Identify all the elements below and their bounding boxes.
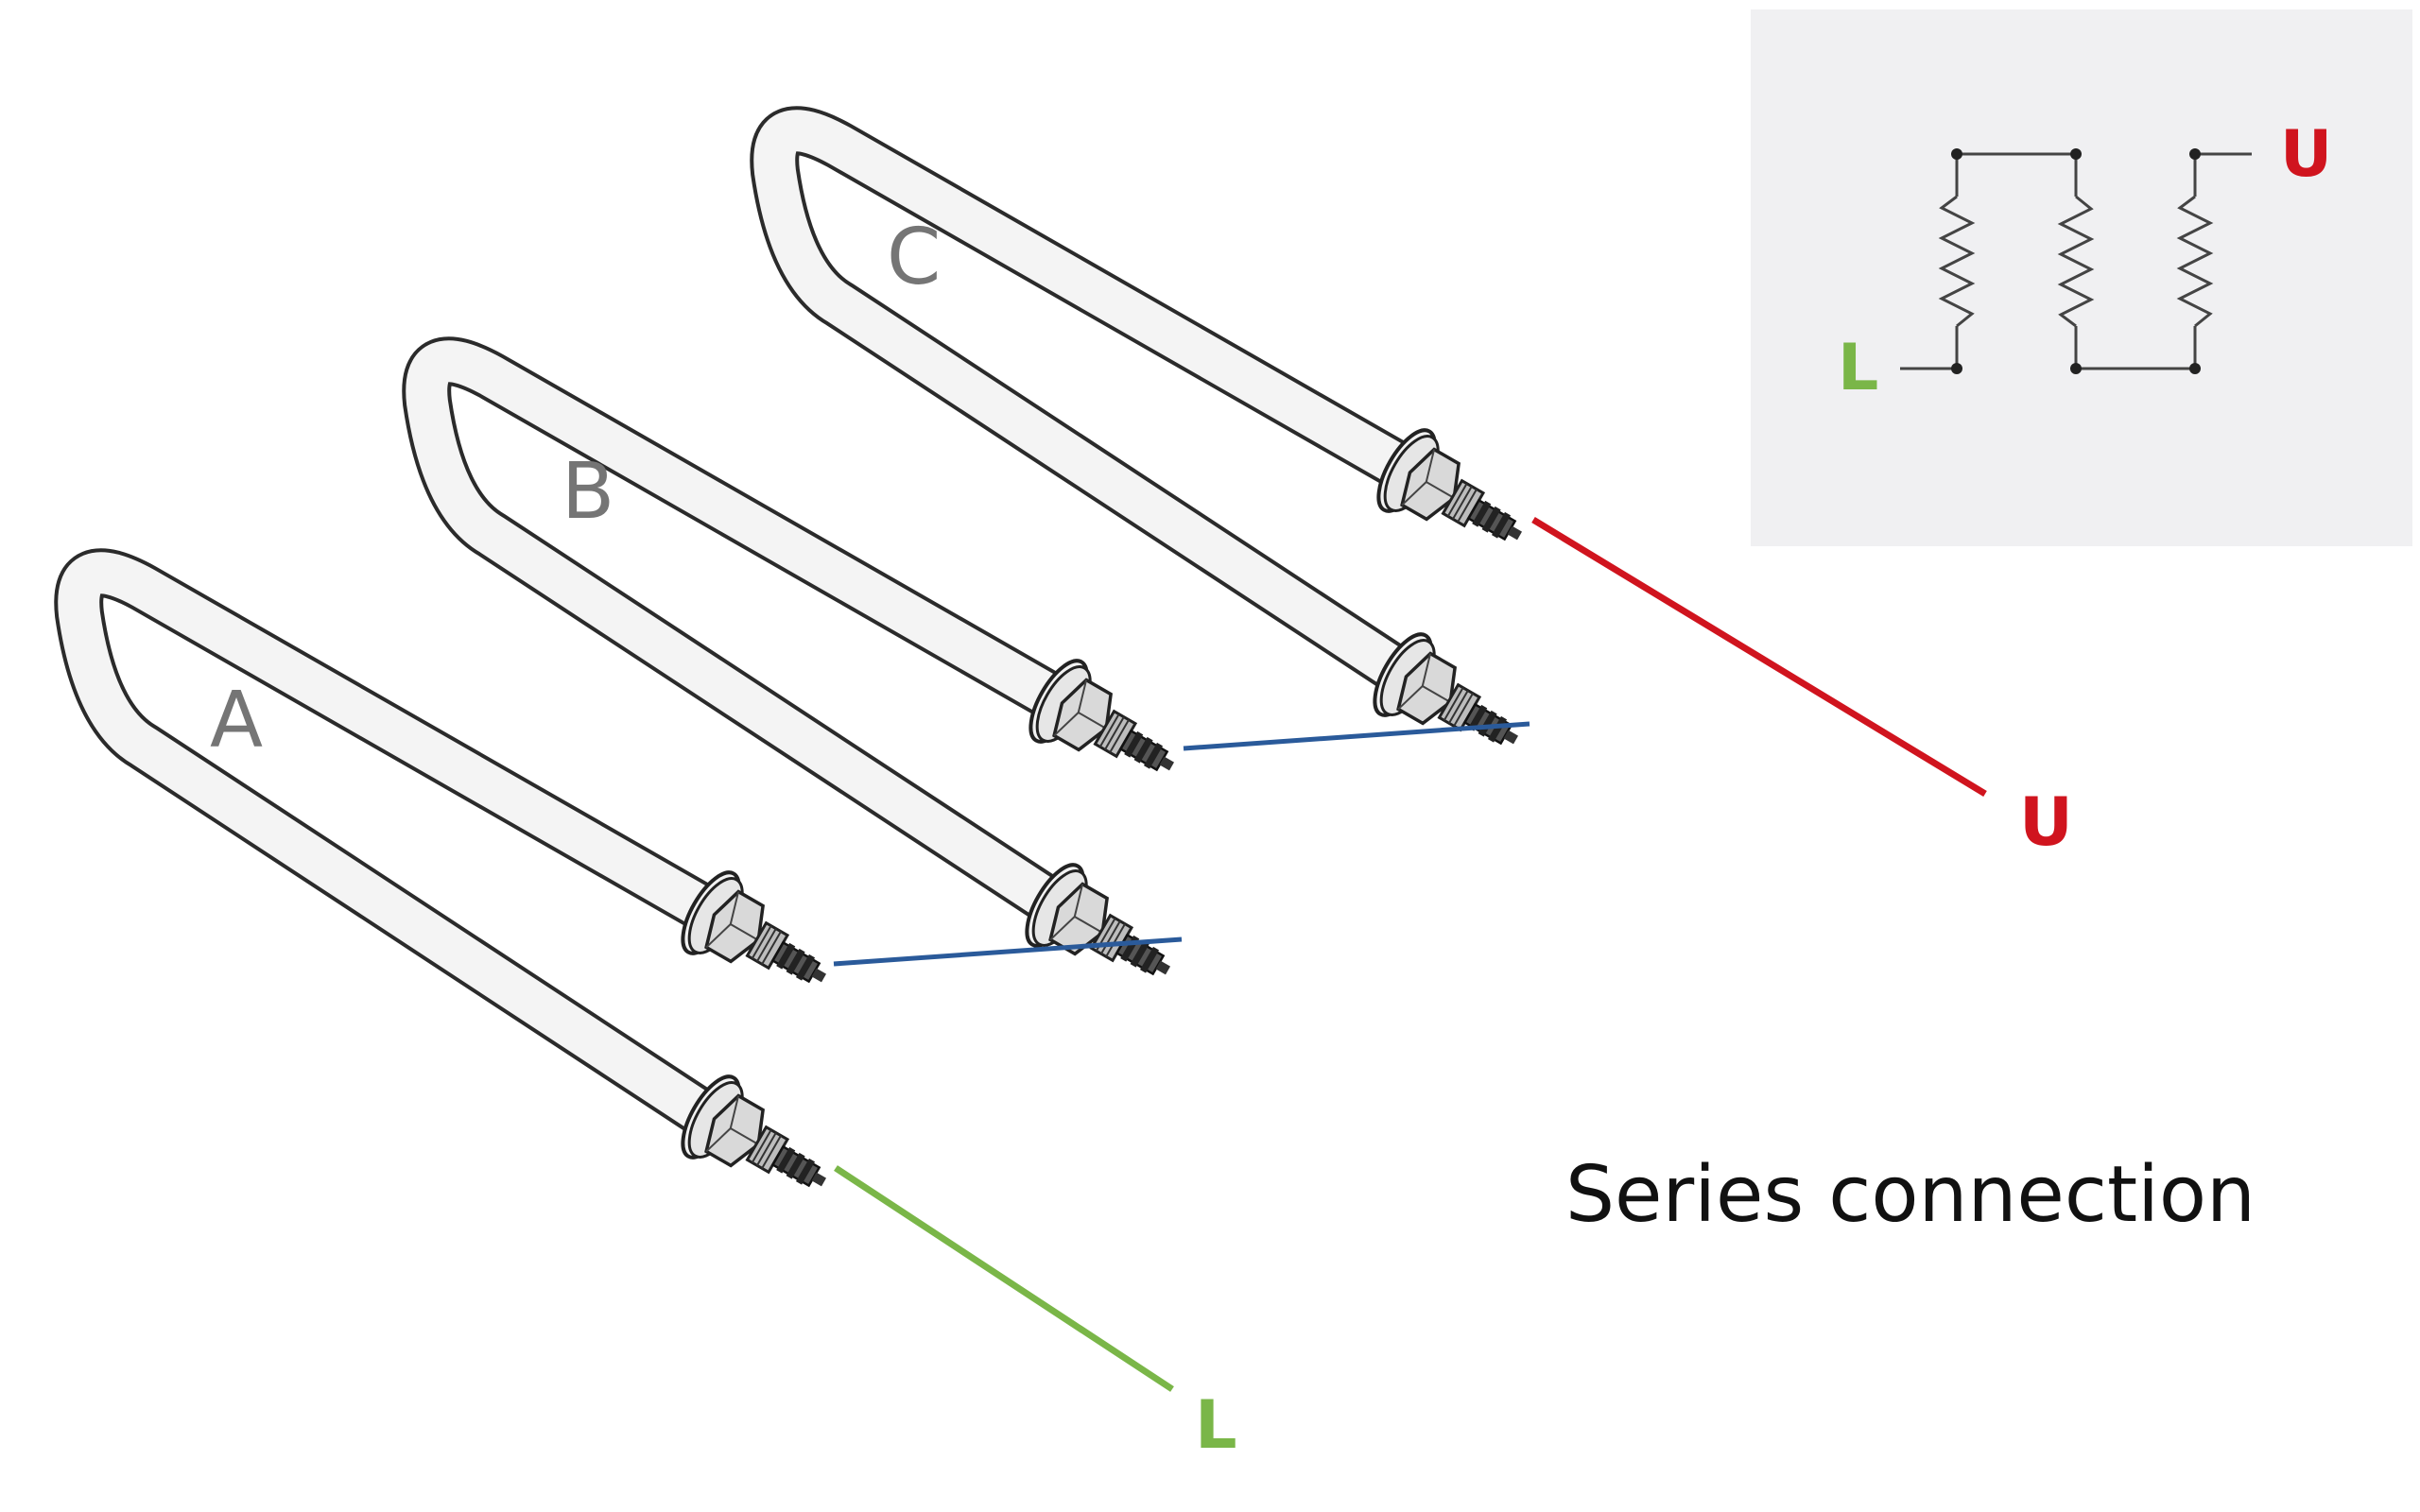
jumper-wire-b-c (1183, 721, 1530, 751)
schematic-inset: L U (1751, 9, 2412, 546)
diagram-caption: Series connection (1565, 1150, 2256, 1240)
wires (833, 517, 1987, 1392)
schematic-circuit (1900, 152, 2252, 370)
line-lead-wire (834, 1165, 1174, 1392)
output-lead-wire (1531, 517, 1987, 797)
heater-tubes (54, 106, 1409, 1131)
heater-a-label: A (210, 676, 263, 765)
schematic-background (1751, 9, 2412, 546)
heater-c-label: C (887, 213, 941, 302)
output-lead-label: U (2019, 783, 2073, 861)
heater-b-label: B (562, 447, 614, 537)
schematic-output-label: U (2280, 117, 2332, 192)
line-lead-label: L (1195, 1386, 1237, 1464)
schematic-nodes (1951, 148, 2201, 374)
jumper-wire-a-b (833, 936, 1183, 967)
schematic-line-label: L (1838, 331, 1878, 405)
